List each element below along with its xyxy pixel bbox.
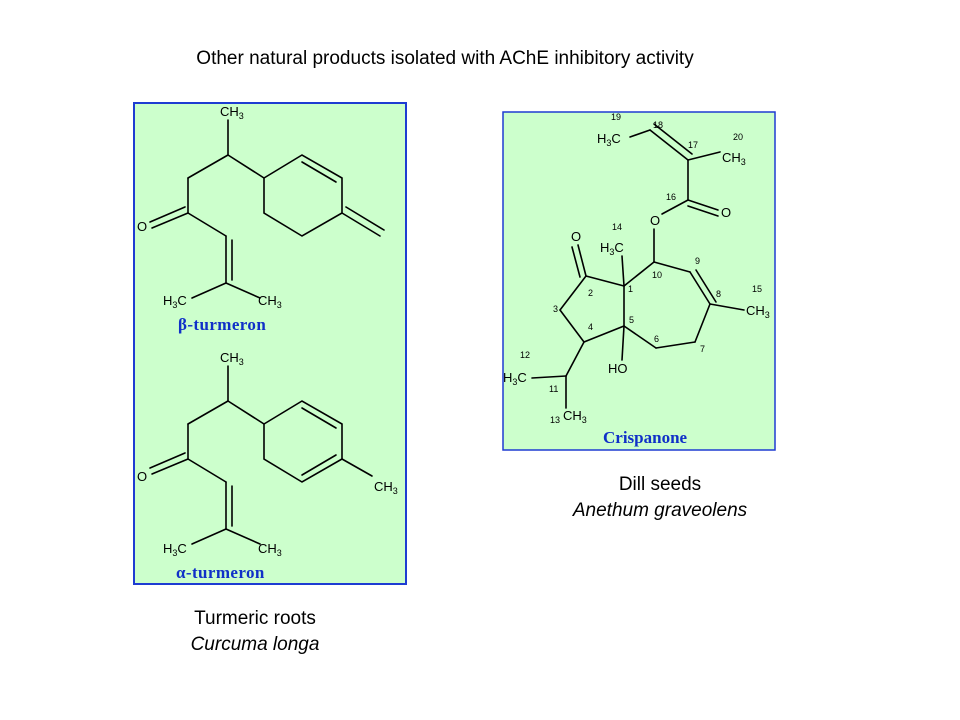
svg-text:O: O [650,213,660,228]
svg-text:CH3: CH3 [746,303,770,320]
svg-text:O: O [721,205,731,220]
svg-text:CH3: CH3 [563,408,587,425]
svg-text:CH3: CH3 [722,150,746,167]
svg-text:19: 19 [611,112,621,122]
svg-text:3: 3 [553,304,558,314]
svg-text:CH3: CH3 [258,541,282,558]
svg-text:CH3: CH3 [258,293,282,310]
svg-text:CH3: CH3 [220,350,244,367]
svg-text:8: 8 [716,289,721,299]
svg-text:O: O [137,219,147,234]
svg-text:10: 10 [652,270,662,280]
svg-text:O: O [571,229,581,244]
turmeric-caption: Turmeric roots Curcuma longa [150,606,360,658]
svg-text:17: 17 [688,140,698,150]
right-panel [502,111,776,451]
svg-text:4: 4 [588,322,593,332]
turmeric-common-name: Turmeric roots [194,608,316,629]
svg-text:H3C: H3C [163,541,187,558]
svg-text:5: 5 [629,315,634,325]
dill-caption: Dill seeds Anethum graveolens [530,472,790,524]
svg-text:13: 13 [550,415,560,425]
crispanone-structure: 19 H3C 18 17 20 CH3 16 O O 10 9 8 7 6 5 … [503,112,770,425]
svg-text:9: 9 [695,256,700,266]
svg-text:11: 11 [549,384,558,394]
svg-text:2: 2 [588,288,593,298]
left-panel [133,102,407,585]
svg-text:HO: HO [608,361,628,376]
crispanone-label: Crispanone [603,428,688,447]
svg-text:18: 18 [653,120,663,130]
svg-text:6: 6 [654,334,659,344]
svg-text:15: 15 [752,284,762,294]
dill-common-name: Dill seeds [618,474,702,495]
alpha-turmeron-structure: CH3 CH3 O H3C CH3 [137,350,398,558]
turmeric-scientific-name: Curcuma longa [190,634,320,655]
svg-text:12: 12 [520,350,530,360]
beta-turmeron-structure: CH3 O H3C CH3 [137,104,385,310]
svg-text:16: 16 [666,192,676,202]
svg-text:14: 14 [612,222,622,232]
svg-text:7: 7 [700,344,705,354]
svg-text:O: O [137,469,147,484]
svg-text:H3C: H3C [503,370,527,387]
svg-text:H3C: H3C [600,240,624,257]
alpha-turmeron-label: α-turmeron [176,563,265,582]
beta-turmeron-label: β-turmeron [178,315,266,334]
svg-text:CH3: CH3 [374,479,398,496]
svg-text:20: 20 [733,132,743,142]
svg-text:1: 1 [628,284,633,294]
svg-text:CH3: CH3 [220,104,244,121]
dill-scientific-name: Anethum graveolens [572,500,748,521]
svg-text:H3C: H3C [163,293,187,310]
slide-title: Other natural products isolated with ACh… [196,48,694,69]
svg-text:H3C: H3C [597,131,621,148]
